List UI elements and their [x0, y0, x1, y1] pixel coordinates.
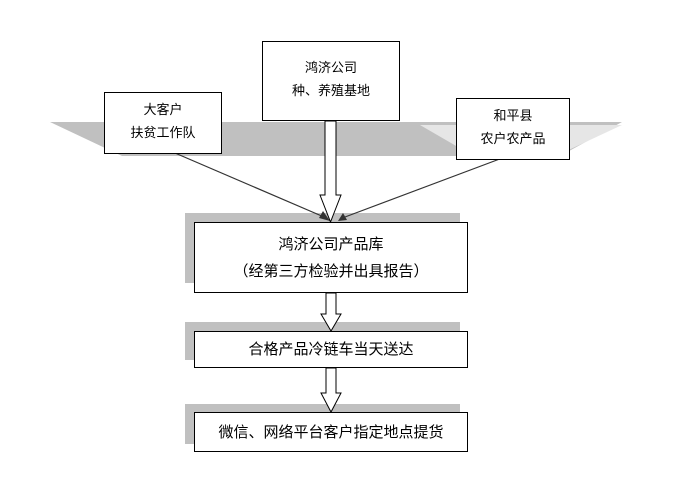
arrow-heping-to-warehouse	[344, 156, 506, 218]
block-arrow-warehouse-to-coldchain	[320, 292, 342, 332]
arrow-head-right	[338, 213, 347, 221]
node-text-line: 农户农产品	[480, 132, 546, 147]
node-text-line: 大客户	[143, 103, 183, 119]
node-text-line: 扶贫工作队	[130, 126, 196, 141]
node-text-line: 种、养殖基地	[291, 84, 370, 99]
arrow-head-left	[319, 211, 330, 221]
block-arrow-coldchain-to-pickup	[320, 367, 342, 414]
node-cold-chain: 合格产品冷链车当天送达	[194, 331, 468, 368]
node-pickup: 微信、网络平台客户指定地点提货	[194, 412, 468, 452]
node-company-base: 鸿济公司 种、养殖基地	[262, 41, 400, 121]
node-warehouse: 鸿济公司产品库 （经第三方检验并出具报告）	[194, 222, 468, 293]
node-heping: 和平县 农户农产品	[456, 98, 570, 160]
arrow-big-customer-to-warehouse	[174, 152, 325, 218]
node-big-customer: 大客户 扶贫工作队	[104, 92, 222, 154]
node-text-line: （经第三方检验并出具报告）	[233, 261, 429, 280]
node-text-line: 微信、网络平台客户指定地点提货	[218, 422, 444, 441]
node-text-line: 鸿济公司	[304, 61, 357, 77]
node-text-line: 鸿济公司产品库	[278, 235, 384, 254]
block-arrow-base-to-warehouse	[319, 120, 342, 224]
node-text-line: 合格产品冷链车当天送达	[248, 340, 414, 359]
node-text-line: 和平县	[493, 109, 533, 125]
